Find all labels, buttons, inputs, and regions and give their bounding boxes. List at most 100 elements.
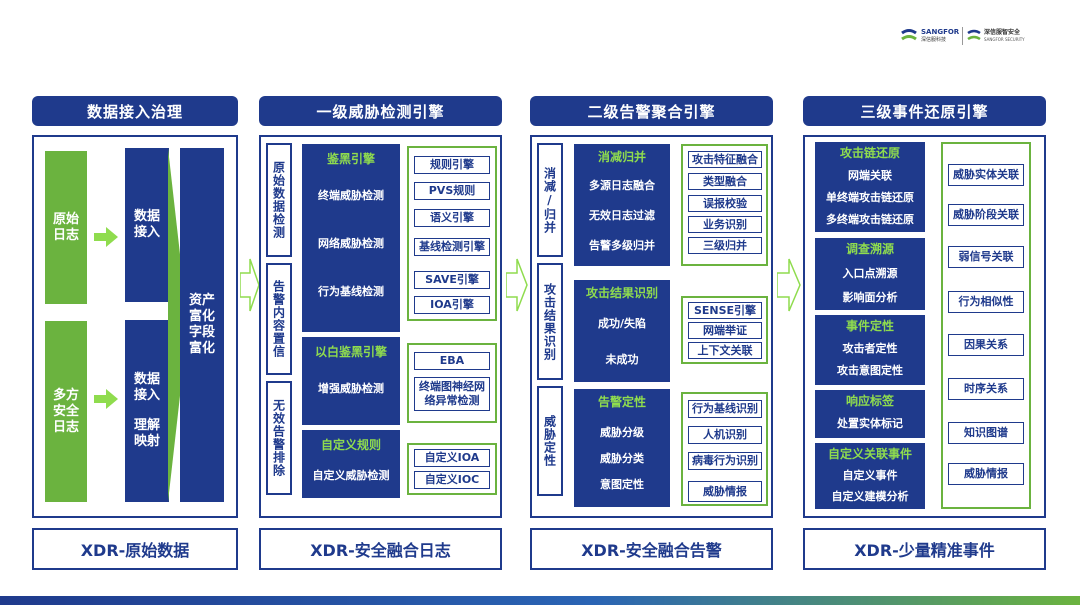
event-qualify-title: 事件定性	[845, 319, 894, 333]
response-tag-item: 处置实体标记	[837, 417, 903, 430]
attack-result-panel: 攻击结果识别 成功/失陷 未成功	[574, 280, 670, 382]
merge-tag: 业务识别	[688, 216, 762, 233]
white-engine-panel: 以白鉴黑引擎 增强威胁检测	[302, 337, 400, 425]
raw-log-box: 原始日志	[45, 151, 87, 304]
sub-logo-cn: 深信服智安全	[984, 29, 1021, 36]
alert-qualify-panel: 告警定性 威胁分级 威胁分类 意图定性	[574, 389, 670, 507]
custom-rule-title: 自定义规则	[320, 438, 381, 452]
correlation-tag: 时序关系	[948, 378, 1024, 400]
asset-enrich-label: 资产富化 字段富化	[188, 293, 215, 356]
column-header-ingest: 数据接入治理	[32, 96, 238, 126]
event-qualify-item: 攻击意图定性	[837, 364, 903, 377]
merge-panel: 消减归并 多源日志融合 无效日志过滤 告警多级归并	[574, 144, 670, 266]
engine-tag: 终端图神经网络异常检测	[414, 377, 490, 411]
investigation-item: 影响面分析	[842, 291, 898, 304]
black-engine-title: 鉴黑引擎	[326, 152, 375, 166]
attack-chain-title: 攻击链还原	[839, 146, 900, 160]
arrow-right-icon	[94, 389, 118, 409]
custom-event-title: 自定义关联事件	[827, 447, 912, 461]
footer-fused-alert: XDR-安全融合告警	[530, 528, 773, 570]
result-tag: 网端举证	[688, 322, 762, 339]
correlation-tag-panel	[941, 142, 1031, 509]
engine-tag: 自定义IOC	[414, 471, 490, 489]
alert-qualify-title: 告警定性	[597, 395, 646, 409]
black-engine-item: 行为基线检测	[318, 285, 384, 298]
side-label-confidence: 告警内容置信	[266, 263, 292, 375]
custom-event-panel: 自定义关联事件 自定义事件 自定义建模分析	[815, 443, 925, 509]
merge-tag: 误报校验	[688, 195, 762, 212]
asset-enrich-box: 资产富化 字段富化	[180, 148, 224, 502]
sangfor-logo-icon	[901, 29, 917, 41]
ingest-map-label-a: 数据接入	[133, 372, 160, 403]
attack-result-item: 成功/失陷	[597, 317, 647, 330]
column-header-level3: 三级事件还原引擎	[803, 96, 1046, 126]
alert-qualify-item: 威胁分类	[600, 452, 644, 465]
correlation-tag: 威胁阶段关联	[948, 204, 1024, 226]
attack-chain-item: 多终端攻击链还原	[826, 213, 914, 226]
correlation-tag: 威胁实体关联	[948, 164, 1024, 186]
arrow-right-icon	[94, 227, 118, 247]
attack-chain-panel: 攻击链还原 网端关联 单终端攻击链还原 多终端攻击链还原	[815, 142, 925, 232]
correlation-tag: 弱信号关联	[948, 246, 1024, 268]
ingest-map-label-b: 理解映射	[133, 418, 160, 449]
attack-result-title: 攻击结果识别	[585, 286, 658, 300]
alert-qualify-item: 威胁分级	[600, 426, 644, 439]
merge-item: 无效日志过滤	[589, 209, 655, 222]
logo-en: SANGFOR	[921, 28, 960, 36]
black-engine-panel: 鉴黑引擎 终端威胁检测 网络威胁检测 行为基线检测	[302, 144, 400, 332]
white-engine-title: 以白鉴黑引擎	[314, 345, 387, 359]
ingest-map-box: 数据接入 理解映射	[125, 320, 169, 502]
merge-item: 告警多级归并	[589, 239, 655, 252]
flow-arrow-icon	[777, 258, 801, 312]
result-tag: 上下文关联	[688, 342, 762, 359]
side-label-merge: 消减/归并	[537, 143, 563, 257]
column-header-level2: 二级告警聚合引擎	[530, 96, 773, 126]
alert-tag: 人机识别	[688, 426, 762, 444]
side-label-raw-detect: 原始数据检测	[266, 143, 292, 257]
security-logo-icon	[967, 29, 981, 41]
engine-list-panel	[407, 146, 497, 321]
footer-fused-log: XDR-安全融合日志	[259, 528, 502, 570]
sangfor-logo: SANGFOR 深信服科技	[900, 24, 960, 48]
response-tag-panel: 响应标签 处置实体标记	[815, 390, 925, 438]
engine-tag: 语义引擎	[414, 209, 490, 227]
engine-tag: SAVE引擎	[414, 271, 490, 289]
sangfor-security-logo: 深信服智安全 SANGFOR SECURITY	[967, 24, 1037, 48]
attack-result-item: 未成功	[605, 353, 639, 366]
engine-tag: 规则引擎	[414, 156, 490, 174]
custom-rule-panel: 自定义规则 自定义威胁检测	[302, 430, 400, 498]
side-label-threat-qualify: 威胁定性	[537, 386, 563, 496]
multi-source-log-box: 多方安全日志	[45, 321, 87, 502]
black-engine-item: 终端威胁检测	[318, 189, 384, 202]
merge-tag: 类型融合	[688, 173, 762, 190]
column-header-level1: 一级威胁检测引擎	[259, 96, 502, 126]
engine-tag: 基线检测引擎	[414, 238, 490, 256]
flow-arrow-icon	[506, 258, 528, 312]
alert-tag: 病毒行为识别	[688, 452, 762, 470]
attack-chain-item: 单终端攻击链还原	[826, 191, 914, 204]
custom-event-item: 自定义建模分析	[831, 490, 909, 503]
correlation-tag: 威胁情报	[948, 463, 1024, 485]
side-label-invalid-exclude: 无效告警排除	[266, 381, 292, 495]
event-qualify-panel: 事件定性 攻击者定性 攻击意图定性	[815, 315, 925, 385]
footer-precise-event: XDR-少量精准事件	[803, 528, 1046, 570]
engine-tag: PVS规则	[414, 182, 490, 200]
sub-logo-en: SANGFOR SECURITY	[984, 37, 1025, 42]
engine-tag: IOA引擎	[414, 296, 490, 314]
white-engine-item: 增强威胁检测	[318, 382, 384, 395]
footer-raw-data: XDR-原始数据	[32, 528, 238, 570]
correlation-tag: 因果关系	[948, 334, 1024, 356]
correlation-tag: 行为相似性	[948, 291, 1024, 313]
custom-rule-item: 自定义威胁检测	[312, 469, 390, 482]
engine-tag: 自定义IOA	[414, 449, 490, 467]
alert-qualify-item: 意图定性	[600, 478, 644, 491]
result-tag: SENSE引擎	[688, 302, 762, 319]
attack-chain-item: 网端关联	[848, 169, 892, 182]
engine-tag: EBA	[414, 352, 490, 370]
merge-arrow	[168, 148, 188, 502]
investigation-title: 调查溯源	[845, 242, 894, 256]
event-qualify-item: 攻击者定性	[842, 342, 898, 355]
merge-tag: 攻击特征融合	[688, 151, 762, 168]
investigation-panel: 调查溯源 入口点溯源 影响面分析	[815, 238, 925, 310]
alert-tag: 行为基线识别	[688, 400, 762, 418]
